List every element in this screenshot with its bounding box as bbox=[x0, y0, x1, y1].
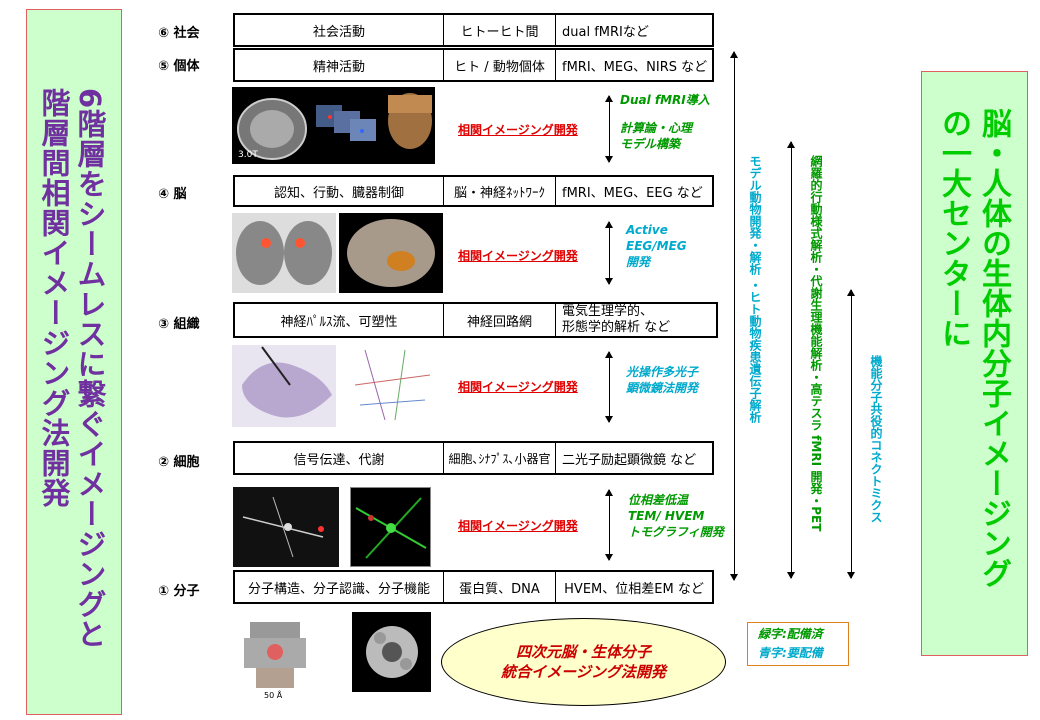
dev-note-line: Active bbox=[626, 223, 668, 237]
mri-field-label: 3.0T bbox=[238, 150, 258, 160]
dev-arrow-4 bbox=[604, 489, 613, 561]
dev-note-line: 顕微鏡法開発 bbox=[626, 381, 699, 395]
range-arrow-model bbox=[729, 51, 738, 581]
dev-note-line: トモグラフィ開発 bbox=[628, 525, 724, 539]
level-row-tissue: 神経ﾊﾟﾙｽ流、可塑性 神経回路網 電気生理学的、 形態学的解析 など bbox=[233, 302, 718, 338]
level-cell: 神経ﾊﾟﾙｽ流、可塑性 bbox=[235, 304, 444, 336]
correlation-label-4: 相関イメージング開発 bbox=[458, 519, 578, 533]
brain-3d-image bbox=[339, 213, 443, 293]
neuron-diagram-image bbox=[345, 345, 438, 427]
level-label-brain: ④ 脳 bbox=[158, 187, 187, 202]
level-cell: 蛋白質、DNA bbox=[444, 572, 556, 602]
level-cell: ヒトーヒト間 bbox=[444, 15, 556, 45]
level-row-brain: 認知、行動、臓器制御 脳・神経ﾈｯﾄﾜｰｸ fMRI、MEG、EEG など bbox=[233, 175, 714, 207]
level-label-cell: ② 細胞 bbox=[158, 455, 200, 470]
level-label-individual: ⑤ 個体 bbox=[158, 59, 200, 74]
range-arrow-connectomics bbox=[846, 289, 855, 579]
dev-note-line: モデル構築 bbox=[620, 137, 681, 151]
level-row-cell: 信号伝達、代謝 細胞､ｼﾅﾌﾟｽ､小器官 二光子励起顕微鏡 など bbox=[233, 441, 714, 475]
level-cell-multiline: 電気生理学的、 形態学的解析 など bbox=[556, 304, 716, 336]
level-cell: 分子構造、分子認識、分子機能 bbox=[235, 572, 444, 602]
left-title-col1: 6階層をシームレスに繋ぐイメージングと bbox=[73, 88, 107, 650]
dev-arrow-2 bbox=[604, 221, 613, 285]
vertical-label-model: モデル動物開発・解析 ・ヒト動物疾患遺伝子解析 bbox=[748, 155, 762, 424]
level-label-molecule: ① 分子 bbox=[158, 584, 200, 599]
color-legend: 緑字:配備済 青字:要配備 bbox=[747, 622, 849, 666]
right-title-line1: 脳・人体の生体内分子イメージング bbox=[976, 108, 1011, 588]
level-row-individual: 精神活動 ヒト / 動物個体 fMRI、MEG、NIRS など bbox=[233, 48, 714, 82]
dev-note-line: Dual fMRI導入 bbox=[620, 93, 710, 107]
level-cell: dual fMRIなど bbox=[562, 24, 649, 40]
level-cell: 脳・神経ﾈｯﾄﾜｰｸ bbox=[444, 177, 556, 205]
correlation-label-2: 相関イメージング開発 bbox=[458, 249, 578, 263]
level-cell-line: 電気生理学的、 bbox=[562, 304, 654, 319]
cell-fluorescence-image bbox=[233, 487, 339, 567]
level-cell: 細胞､ｼﾅﾌﾟｽ､小器官 bbox=[444, 443, 556, 473]
correlation-label-1: 相関イメージング開発 bbox=[458, 123, 578, 137]
level-row-society: 社会活動 ヒトーヒト間 dual fMRIなど bbox=[233, 13, 714, 47]
right-title-box: 脳・人体の生体内分子イメージング の一大センターに bbox=[921, 71, 1028, 656]
dev-note-1: Dual fMRI導入 計算論・心理 モデル構築 bbox=[620, 92, 710, 152]
ellipse-line: 統合イメージング法開発 bbox=[501, 663, 666, 681]
level-cell: fMRI、MEG、NIRS など bbox=[562, 59, 708, 75]
level-cell: HVEM、位相差EM など bbox=[564, 581, 704, 597]
dev-arrow-3 bbox=[604, 351, 613, 423]
left-title-number: 6 bbox=[73, 88, 107, 110]
left-title-line2: 階層間相関イメージング法開発 bbox=[37, 88, 71, 508]
range-arrow-network bbox=[786, 141, 795, 579]
protein-structure-image: 50 Å bbox=[230, 612, 320, 702]
level-cell: 精神活動 bbox=[235, 50, 444, 80]
dev-note-line: 計算論・心理 bbox=[620, 121, 693, 135]
level-cell: fMRI、MEG、EEG など bbox=[562, 185, 703, 201]
level-label-society: ⑥ 社会 bbox=[158, 26, 200, 41]
dev-note-2: Active EEG/MEG 開発 bbox=[626, 222, 687, 270]
ellipse-line: 四次元脳・生体分子 bbox=[515, 643, 651, 661]
right-title-line2: の一大センターに bbox=[936, 108, 971, 348]
dev-note-line: 光操作多光子 bbox=[626, 365, 699, 379]
level-label-tissue: ③ 組織 bbox=[158, 317, 200, 332]
level-cell: 信号伝達、代謝 bbox=[235, 443, 444, 473]
scale-label: 50 Å bbox=[264, 691, 283, 700]
dev-note-line: 開発 bbox=[626, 255, 651, 269]
level-cell: 神経回路網 bbox=[444, 304, 556, 336]
dev-arrow-1 bbox=[604, 95, 613, 163]
cell-network-image bbox=[350, 487, 431, 567]
integration-ellipse: 四次元脳・生体分子 統合イメージング法開発 bbox=[441, 618, 726, 706]
dev-note-3: 光操作多光子 顕微鏡法開発 bbox=[626, 364, 698, 396]
mri-brain-images: 3.0T bbox=[232, 87, 435, 164]
tissue-slice-image bbox=[232, 345, 336, 427]
legend-green: 緑字:配備済 bbox=[758, 627, 823, 641]
left-title-box: 6階層をシームレスに繋ぐイメージングと 階層間相関イメージング法開発 bbox=[26, 9, 122, 715]
level-cell-line: 形態学的解析 など bbox=[562, 320, 671, 335]
level-cell: 認知、行動、臓器制御 bbox=[235, 177, 444, 205]
level-cell: 二光子励起顕微鏡 など bbox=[562, 452, 697, 468]
level-cell: ヒト / 動物個体 bbox=[444, 50, 556, 80]
vertical-label-network: 網羅的行動様式解析・代謝生理機能解析・高テスラ fMRI 開発・PET bbox=[809, 155, 823, 532]
molecule-em-image bbox=[352, 612, 431, 692]
left-title-line1: 階層をシームレスに繋ぐイメージングと bbox=[73, 109, 107, 650]
vertical-label-connectomics: 機能分子共役的コネクトミクス bbox=[869, 355, 883, 523]
level-row-molecule: 分子構造、分子認識、分子機能 蛋白質、DNA HVEM、位相差EM など bbox=[233, 570, 714, 604]
legend-blue: 青字:要配備 bbox=[758, 646, 823, 660]
dev-note-line: EEG/MEG bbox=[626, 239, 687, 253]
left-title-col2: 階層間相関イメージング法開発 bbox=[37, 88, 71, 508]
level-cell: 社会活動 bbox=[235, 15, 444, 45]
dev-note-line: TEM/ HVEM bbox=[628, 509, 705, 523]
brain-activity-image bbox=[232, 213, 336, 293]
correlation-label-3: 相関イメージング開発 bbox=[458, 380, 578, 394]
dev-note-line: 位相差低温 bbox=[628, 493, 689, 507]
dev-note-4: 位相差低温 TEM/ HVEM トモグラフィ開発 bbox=[628, 492, 724, 540]
